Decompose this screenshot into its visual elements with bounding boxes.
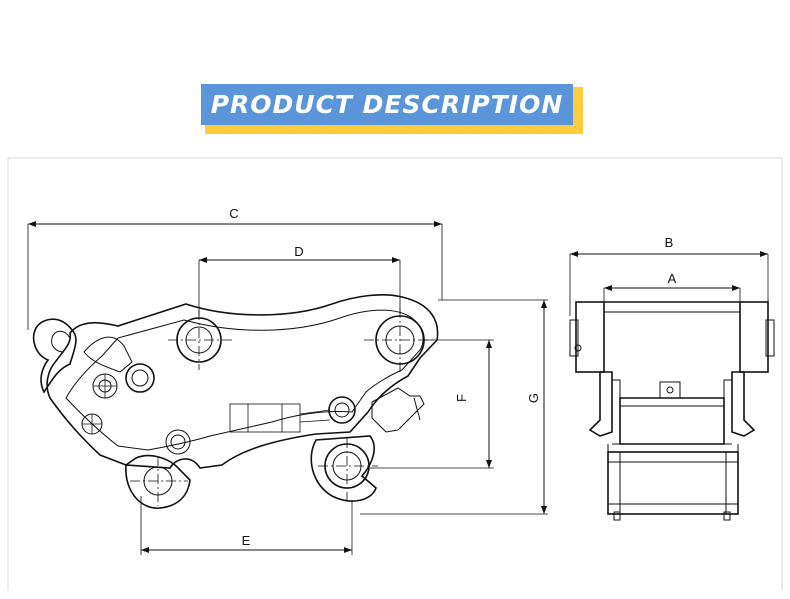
banner-bar: PRODUCT DESCRIPTION xyxy=(201,84,573,125)
side-view-latch-link xyxy=(83,336,133,373)
dim-c-label: C xyxy=(229,206,238,221)
front-right-side-plate-inner xyxy=(723,379,732,445)
left-washer xyxy=(125,363,155,393)
front-left-pin-end xyxy=(569,319,579,357)
section-title: PRODUCT DESCRIPTION xyxy=(210,90,564,119)
side-view-body-outline xyxy=(46,294,439,469)
front-left-side-plate xyxy=(588,371,613,437)
front-left-side-plate-inner xyxy=(612,379,621,445)
dim-f-label: F xyxy=(454,394,469,402)
front-foot-left xyxy=(613,511,621,521)
side-view-dimensions: C D E F G xyxy=(27,206,548,555)
front-center-block xyxy=(659,381,681,399)
front-right-sleeve xyxy=(739,301,769,373)
right-latch-pin xyxy=(413,397,421,421)
cylinder-rod xyxy=(299,409,331,423)
front-right-side-plate xyxy=(731,371,756,437)
front-foot-right xyxy=(723,511,731,521)
left-washer-inner xyxy=(131,369,149,387)
front-grease-nipple xyxy=(574,344,582,352)
dim-a-label: A xyxy=(668,271,677,286)
dim-e-label: E xyxy=(242,533,251,548)
hydraulic-cylinder xyxy=(229,403,301,433)
dim-b-label: B xyxy=(665,235,674,250)
front-right-pin-end xyxy=(765,319,775,357)
right-mid-pin xyxy=(328,396,356,424)
right-latch-bracket xyxy=(371,387,425,433)
dim-g-label: G xyxy=(526,393,541,403)
front-center-bolt xyxy=(666,386,674,394)
bottom-jaw-right xyxy=(310,435,377,502)
side-view-hook-inner xyxy=(51,330,71,353)
front-view-dimensions: B A xyxy=(569,235,769,316)
dim-d-label: D xyxy=(294,244,303,259)
mid-lower-pin xyxy=(165,429,191,455)
side-view xyxy=(32,294,439,509)
section-banner: PRODUCT DESCRIPTION xyxy=(201,84,583,134)
right-mid-pin-inner xyxy=(334,402,350,418)
front-view xyxy=(569,301,775,521)
mid-lower-pin-inner xyxy=(170,434,186,450)
side-view-hook xyxy=(32,318,77,394)
side-view-inner-contour xyxy=(65,309,424,451)
front-lower-box xyxy=(607,451,739,515)
front-left-sleeve xyxy=(575,301,605,373)
bottom-jaw-left xyxy=(125,454,191,509)
front-mid-body xyxy=(619,397,725,445)
